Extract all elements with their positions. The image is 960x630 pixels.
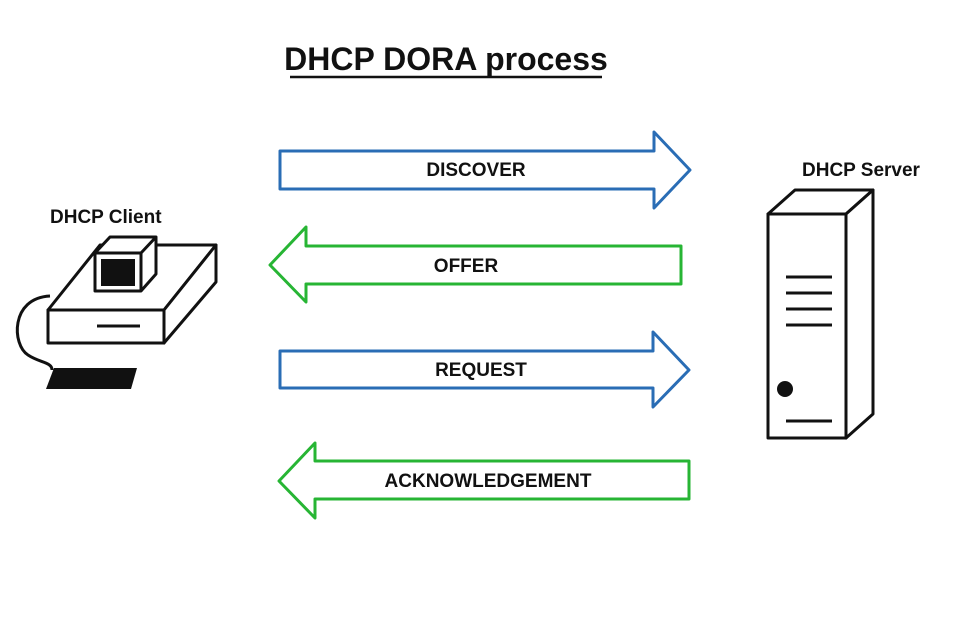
arrow-request: REQUEST bbox=[278, 330, 691, 409]
discover-arrow-shape bbox=[278, 130, 692, 210]
acknowledgement-label: ACKNOWLEDGEMENT bbox=[385, 471, 592, 492]
discover-label: DISCOVER bbox=[426, 160, 526, 181]
request-arrow-shape bbox=[278, 330, 691, 409]
client-label: DHCP Client bbox=[50, 207, 162, 228]
arrow-offer: OFFER bbox=[268, 225, 683, 304]
diagram-title: DHCP DORA process bbox=[284, 41, 608, 77]
server-tower-icon bbox=[766, 188, 875, 440]
server-label: DHCP Server bbox=[802, 160, 921, 181]
acknowledgement-arrow-shape bbox=[277, 441, 691, 520]
request-label: REQUEST bbox=[435, 360, 527, 381]
offer-label: OFFER bbox=[434, 256, 499, 277]
arrow-discover: DISCOVER bbox=[278, 130, 692, 210]
offer-arrow-shape bbox=[268, 225, 683, 304]
client-computer-icon bbox=[15, 235, 218, 389]
arrow-acknowledgement: ACKNOWLEDGEMENT bbox=[277, 441, 691, 520]
